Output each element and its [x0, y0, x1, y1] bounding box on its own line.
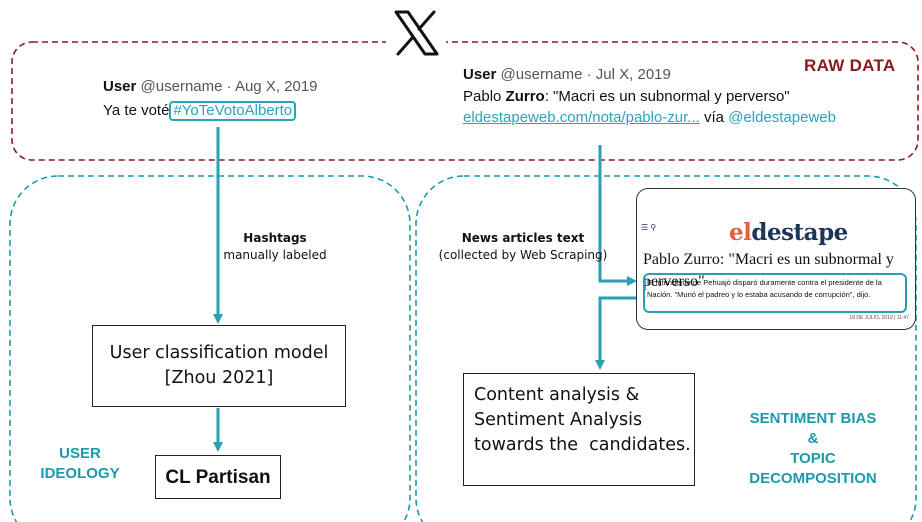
raw-data-region	[11, 41, 919, 161]
sentiment-region	[415, 175, 917, 522]
manually-labeled-label: manually labeled	[223, 248, 327, 262]
x-logo-glyph	[394, 10, 439, 56]
web-scraping-label: (collected by Web Scraping)	[438, 248, 608, 262]
tweet-2-text-bold: Zurro	[505, 88, 545, 105]
model-box-line-1: User classification model	[109, 343, 329, 363]
news-edge-label: News articles text (collected by Web Scr…	[428, 230, 618, 264]
tweet-1-user: User	[103, 78, 137, 95]
tweet-2-meta: @username · Jul X, 2019	[500, 66, 671, 83]
user-ideology-label: USER IDEOLOGY	[30, 444, 130, 484]
link-to-article-arrow	[598, 145, 637, 286]
menu-search-icon: ☰ ⚲	[641, 223, 657, 232]
article-body-highlight: El intendente de Pehuajó disparó duramen…	[643, 273, 907, 313]
sentiment-line-2: &	[807, 430, 819, 447]
tweet-1: User @username · Aug X, 2019 Ya te voté#…	[103, 78, 318, 121]
tweet-2-link-line: eldestapeweb.com/nota/pablo-zur... vía @…	[463, 109, 836, 126]
raw-data-label: RAW DATA	[804, 56, 896, 75]
tweet-1-text: Ya te voté	[103, 102, 170, 119]
user-ideology-line-2: IDEOLOGY	[40, 465, 120, 482]
sentiment-bias-label: SENTIMENT BIAS & TOPIC DECOMPOSITION	[718, 409, 908, 489]
eldestape-logo: eldestape	[729, 219, 848, 246]
analysis-line-2: Sentiment Analysis	[474, 410, 643, 430]
hashtags-edge-label: Hashtags manually labeled	[205, 230, 345, 264]
news-articles-label: News articles text	[461, 231, 585, 245]
news-article-card: ☰ ⚲ eldestape Pablo Zurro: "Macri es un …	[636, 188, 916, 330]
tweet-1-header: User @username · Aug X, 2019	[103, 78, 318, 95]
article-date: 18 DE JULIO, 2019 | 11:47	[849, 315, 909, 321]
tweet-2-user: User	[463, 66, 497, 83]
hashtags-label: Hashtags	[243, 231, 307, 245]
analysis-line-3: towards the candidates.	[474, 435, 691, 455]
user-classification-model-box: User classification model [Zhou 2021]	[92, 325, 346, 407]
sentiment-line-1: SENTIMENT BIAS	[749, 410, 877, 427]
cl-partisan-box: CL Partisan	[155, 455, 281, 499]
user-ideology-region	[9, 175, 411, 522]
article-body: El intendente de Pehuajó disparó duramen…	[647, 278, 882, 299]
sentiment-line-3: TOPIC	[790, 450, 836, 467]
analysis-line-1: Content analysis &	[474, 385, 640, 405]
sentiment-line-4: DECOMPOSITION	[749, 470, 877, 487]
tweet-2-header: User @username · Jul X, 2019	[463, 66, 836, 83]
tweet-2-text-suffix: : "Macri es un subnormal y perverso"	[544, 88, 790, 105]
x-logo-icon	[386, 4, 446, 62]
model-box-line-2: [Zhou 2021]	[164, 368, 274, 388]
user-ideology-line-1: USER	[59, 445, 101, 462]
article-to-analysis-arrow	[595, 296, 644, 370]
content-analysis-box: Content analysis & Sentiment Analysis to…	[463, 373, 695, 486]
tweet-2-via: vía	[699, 109, 729, 126]
cl-partisan-label: CL Partisan	[165, 466, 271, 488]
logo-el: el	[729, 219, 752, 246]
article-link[interactable]: eldestapeweb.com/nota/pablo-zur...	[463, 109, 700, 126]
tweet-2-text: Pablo Zurro: "Macri es un subnormal y pe…	[463, 88, 836, 105]
tweet-1-meta: @username · Aug X, 2019	[140, 78, 318, 95]
tweet-1-body: Ya te voté#YoTeVotoAlberto	[103, 101, 318, 121]
source-handle-link[interactable]: @eldestapeweb	[728, 109, 836, 126]
logo-destape: destape	[751, 219, 848, 246]
article-title: Pablo Zurro: "Macri es un subnormal y pe…	[643, 251, 894, 290]
tweet-2-text-prefix: Pablo	[463, 88, 506, 105]
tweet-2: User @username · Jul X, 2019 Pablo Zurro…	[463, 66, 836, 126]
hashtag-link[interactable]: #YoTeVotoAlberto	[169, 101, 297, 121]
